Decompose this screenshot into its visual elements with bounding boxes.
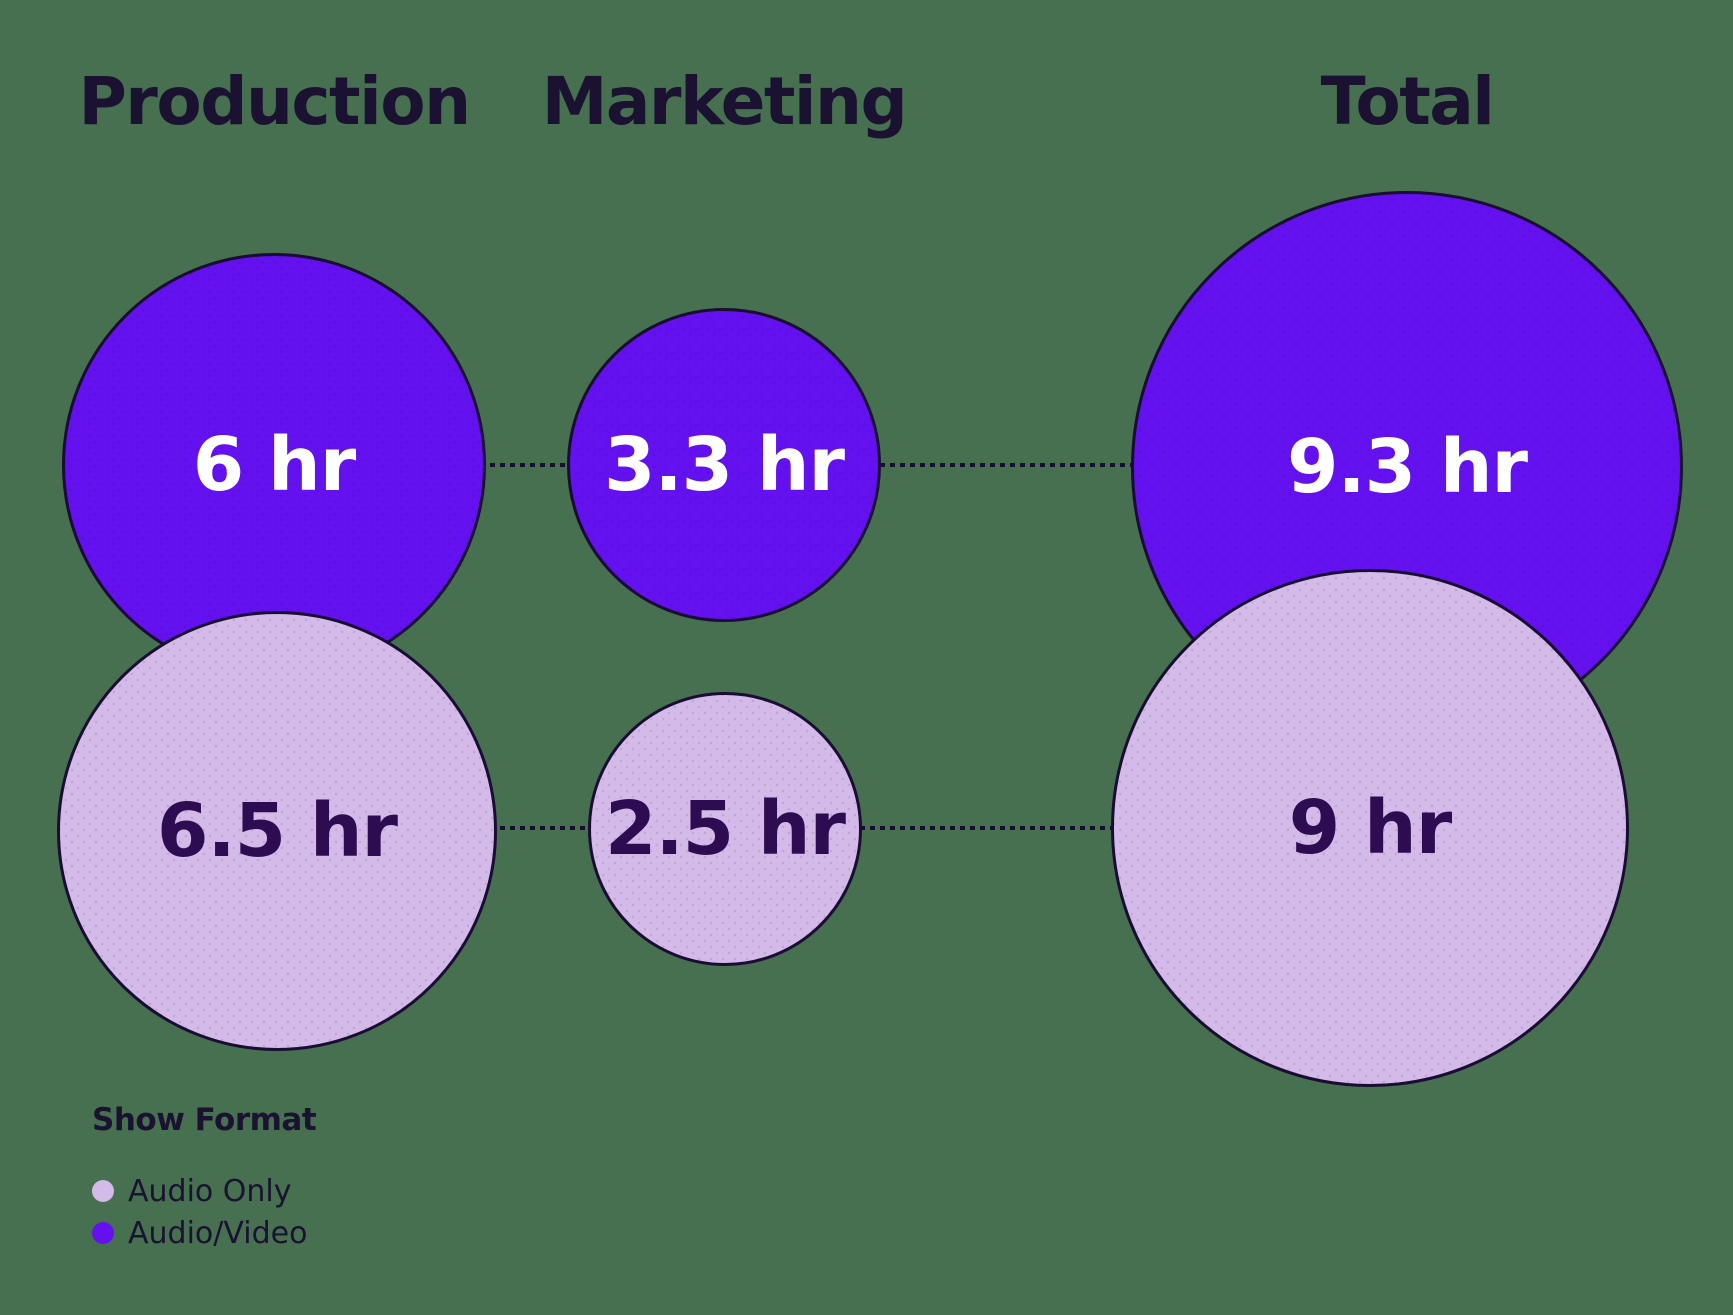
legend-item-label: Audio/Video <box>128 1215 308 1251</box>
bubble-label: 3.3 hr <box>603 422 845 508</box>
bubble-label: 6 hr <box>192 422 356 508</box>
bubble-label: 6.5 hr <box>156 788 398 874</box>
bubble-label: 2.5 hr <box>604 786 846 872</box>
column-header-marketing: Marketing <box>541 63 908 140</box>
legend-item-audio-video[interactable]: Audio/Video <box>92 1212 316 1254</box>
column-header-total: Total <box>1320 63 1495 140</box>
legend-title: Show Format <box>92 1102 317 1138</box>
bubble-label: 9.3 hr <box>1286 424 1528 510</box>
bubble-production-audio-only: 6.5 hr <box>57 611 497 1051</box>
legend: Show Format Audio Only Audio/Video <box>92 1102 317 1254</box>
bubble-marketing-audio-only: 2.5 hr <box>588 692 862 966</box>
legend-item-label: Audio Only <box>128 1173 292 1209</box>
audio-only-swatch-icon <box>92 1180 114 1202</box>
bubble-label: 9 hr <box>1288 785 1452 871</box>
legend-item-audio-only[interactable]: Audio Only <box>92 1170 316 1212</box>
column-header-production: Production <box>78 63 471 140</box>
bubble-marketing-audio-video: 3.3 hr <box>567 308 881 622</box>
bubble-production-audio-video: 6 hr <box>62 253 486 677</box>
bubble-total-audio-only: 9 hr <box>1111 569 1629 1087</box>
audio-video-swatch-icon <box>92 1222 114 1244</box>
